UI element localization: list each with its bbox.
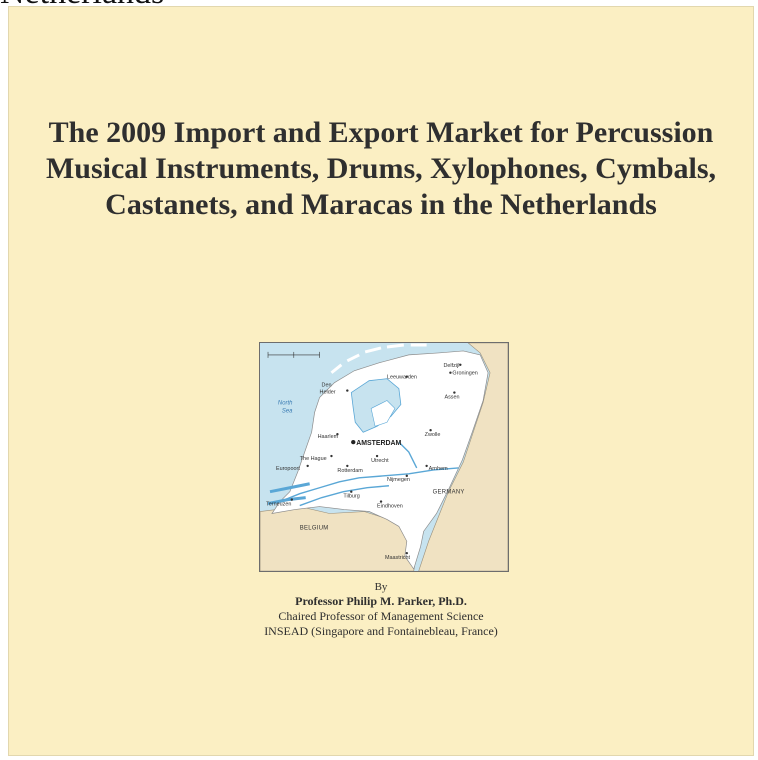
ijsselmeer	[350, 378, 402, 433]
capital-marker	[351, 439, 356, 445]
author-role: Chaired Professor of Management Science	[278, 609, 484, 623]
country-belgium: BELGIUM	[300, 525, 329, 531]
city-dots	[290, 363, 462, 555]
city-the-hague: The Hague	[300, 456, 327, 462]
city-den-helder-2: Helder	[320, 390, 336, 396]
by-label: By	[374, 581, 388, 593]
city-eindhoven: Eindhoven	[377, 504, 403, 510]
author-institution: INSEAD (Singapore and Fontainebleau, Fra…	[264, 624, 498, 638]
author-name: Professor Philip M. Parker, Ph.D.	[295, 594, 467, 608]
city-delfzijl: Delfzijl	[443, 363, 459, 369]
netherlands-land	[271, 350, 489, 570]
city-utrecht: Utrecht	[371, 458, 389, 464]
wadden-islands	[330, 343, 427, 374]
city-leeuwarden: Leeuwarden	[387, 375, 417, 381]
sea-label-2: Sea	[282, 408, 293, 414]
city-amsterdam: AMSTERDAM	[356, 440, 401, 447]
credits-block: By Professor Philip M. Parker, Ph.D. Cha…	[9, 580, 753, 639]
city-maastricht: Maastricht	[385, 555, 411, 561]
city-rotterdam: Rotterdam	[337, 468, 363, 474]
book-title: The 2009 Import and Export Market for Pe…	[45, 116, 717, 221]
book-cover: The 2009 Import and Export Market for Pe…	[8, 6, 754, 756]
scale-bar	[267, 351, 320, 358]
city-groningen: Groningen	[452, 371, 477, 377]
city-europoort: Europoort	[276, 466, 300, 472]
country-germany: GERMANY	[433, 490, 465, 496]
city-nijmegen: Nijmegen	[387, 477, 410, 483]
city-zwolle: Zwolle	[425, 432, 441, 438]
city-tilburg: Tilburg	[343, 494, 359, 500]
city-den-helder-1: Den	[322, 383, 332, 389]
city-assen: Assen	[444, 395, 459, 401]
flevoland	[370, 400, 396, 427]
netherlands-map: North Sea	[259, 342, 509, 572]
zeeland-estuaries	[267, 482, 310, 506]
sea-label-1: North	[278, 400, 293, 406]
city-haarlem: Haarlem	[318, 434, 339, 440]
rivers	[279, 441, 459, 507]
germany-land	[418, 343, 508, 571]
map-svg: North Sea	[260, 343, 508, 571]
city-arnhem: Arnhem	[429, 466, 449, 472]
overflow-title-fragment: Netherlands	[0, 0, 164, 10]
city-terneuzen: Terneuzen	[266, 502, 291, 508]
